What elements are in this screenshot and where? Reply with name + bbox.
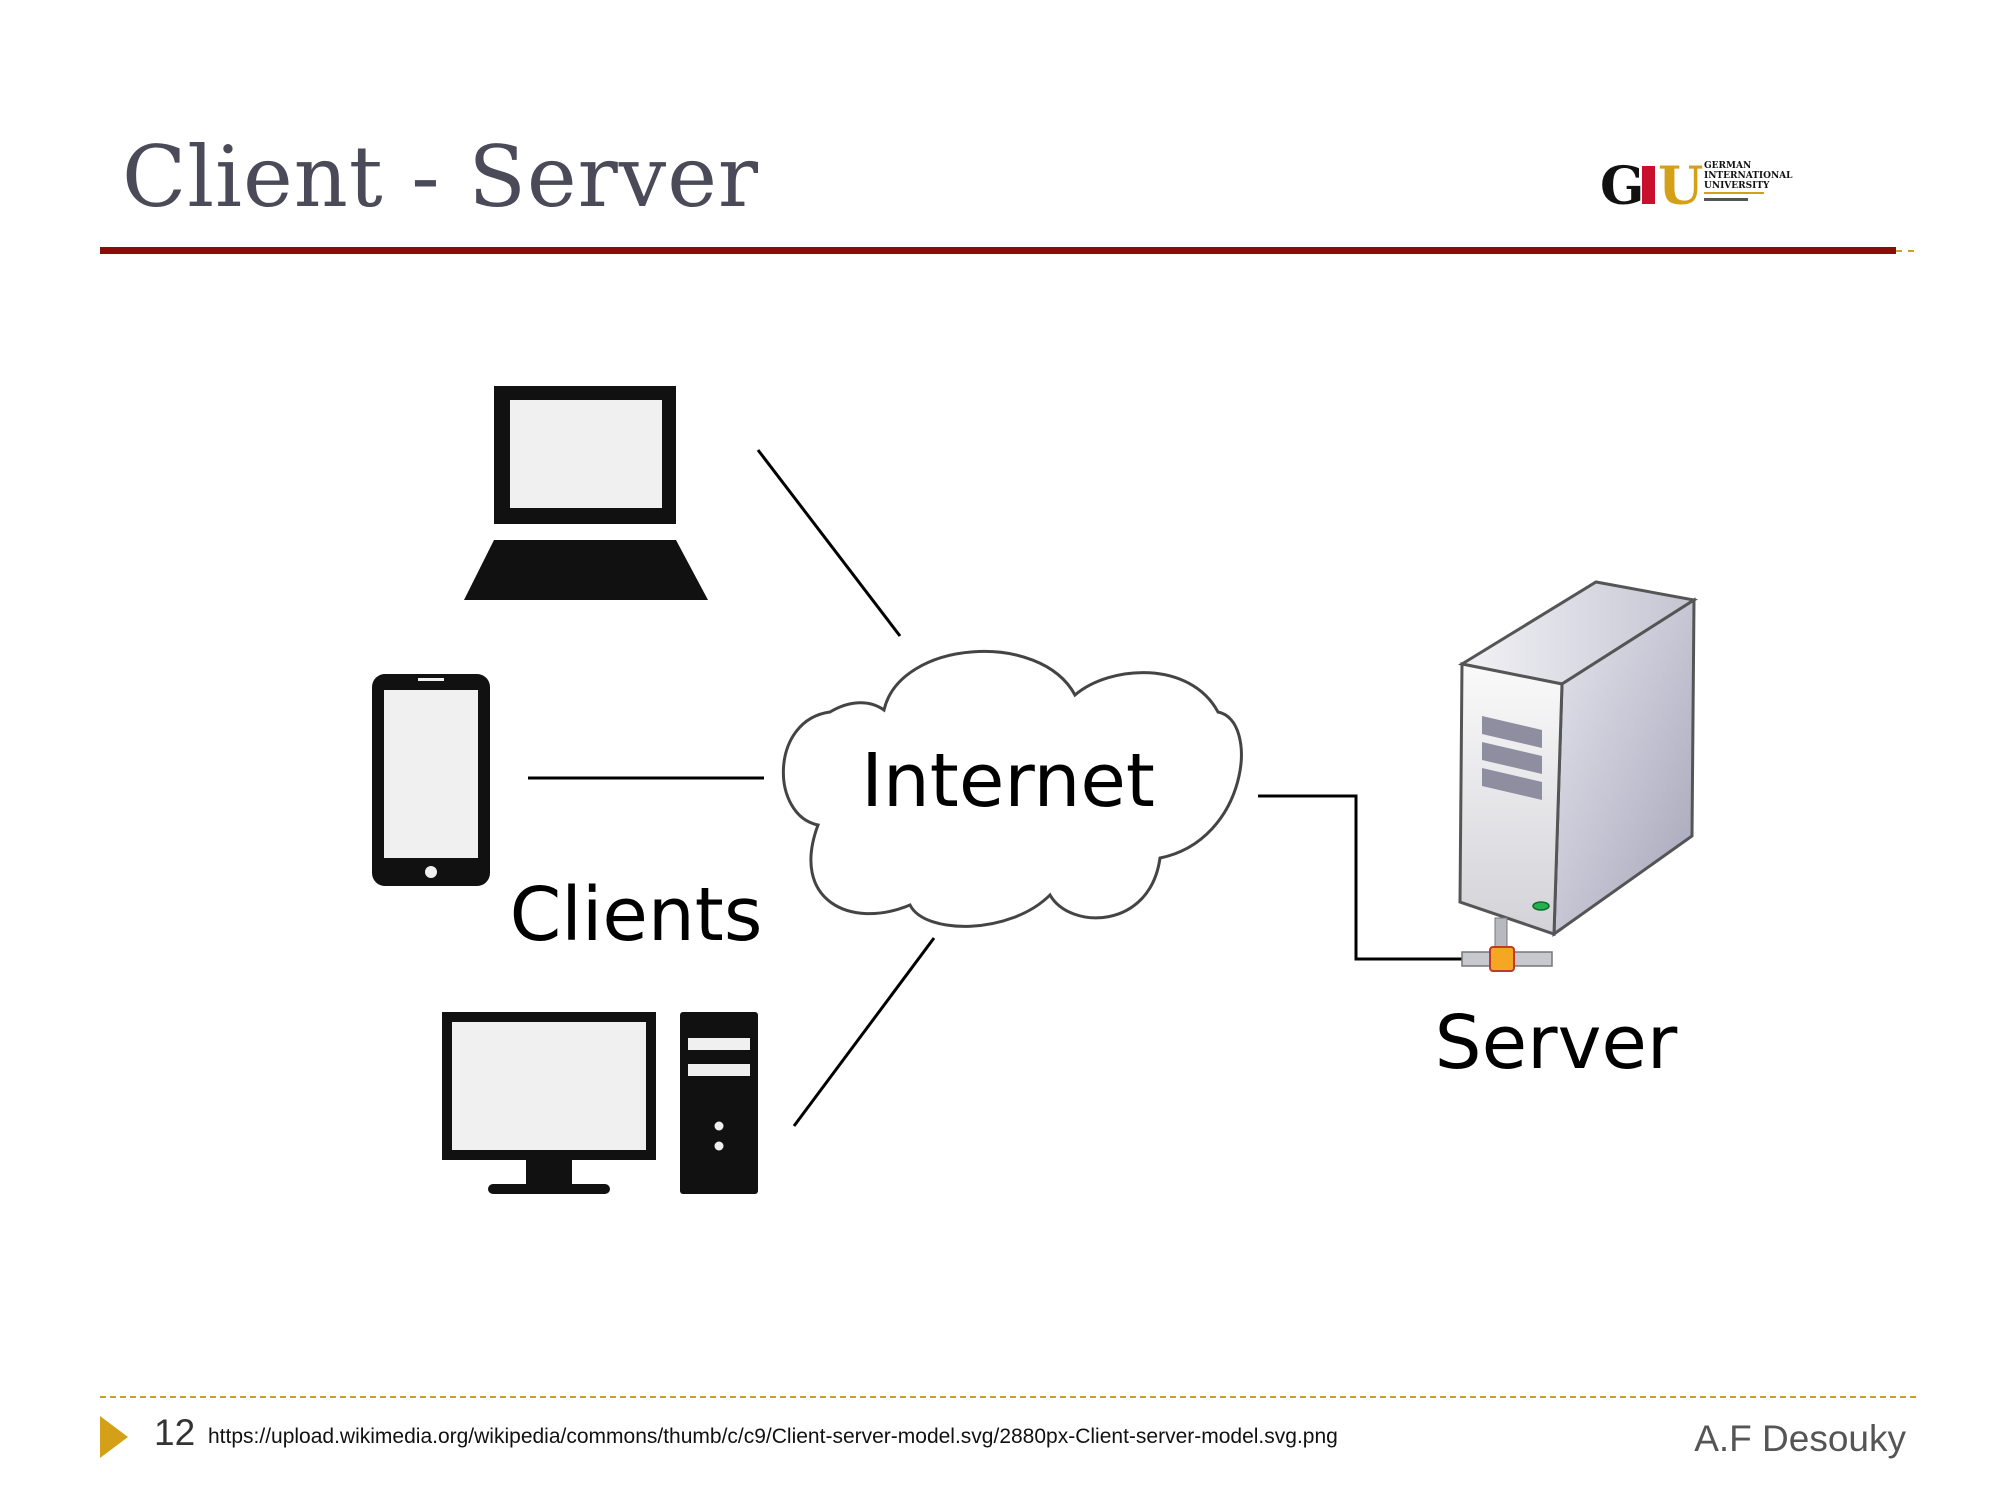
smartphone-icon xyxy=(372,674,490,886)
source-url: https://upload.wikimedia.org/wikipedia/c… xyxy=(208,1425,1338,1448)
logo-arabic-line xyxy=(1704,198,1748,201)
page-number: 12 xyxy=(154,1412,196,1453)
slide-title: Client - Server xyxy=(122,128,760,226)
logo-text-line-3: UNIVERSITY xyxy=(1704,181,1770,191)
internet-cloud xyxy=(781,649,1243,928)
title-rule xyxy=(100,247,1896,254)
logo-text-line-2: INTERNATIONAL xyxy=(1704,171,1793,181)
logo-text-line-1: GERMAN xyxy=(1704,161,1751,171)
server-tower-icon xyxy=(1457,580,1699,972)
logo-underline xyxy=(1704,192,1764,194)
desktop-computer-icon xyxy=(442,1012,758,1194)
laptop-connection-line xyxy=(756,449,902,637)
logo-letter-g: G xyxy=(1600,156,1644,212)
desktop-connection-line xyxy=(792,937,936,1127)
internet-label: Internet xyxy=(861,738,1155,824)
server-label: Server xyxy=(1435,1000,1678,1086)
logo-letter-i xyxy=(1642,166,1655,204)
footer-rule xyxy=(100,1396,1916,1398)
author-name: A.F Desouky xyxy=(1694,1418,1906,1459)
logo-letter-u: U xyxy=(1658,156,1703,212)
giu-logo: G U GERMAN INTERNATIONAL UNIVERSITY xyxy=(1600,156,1793,212)
clients-label: Clients xyxy=(510,872,763,958)
footer-arrow-icon xyxy=(100,1416,128,1458)
server-connection-line xyxy=(1258,794,1462,961)
laptop-icon xyxy=(464,386,708,600)
title-rule-dash xyxy=(1896,250,1914,252)
